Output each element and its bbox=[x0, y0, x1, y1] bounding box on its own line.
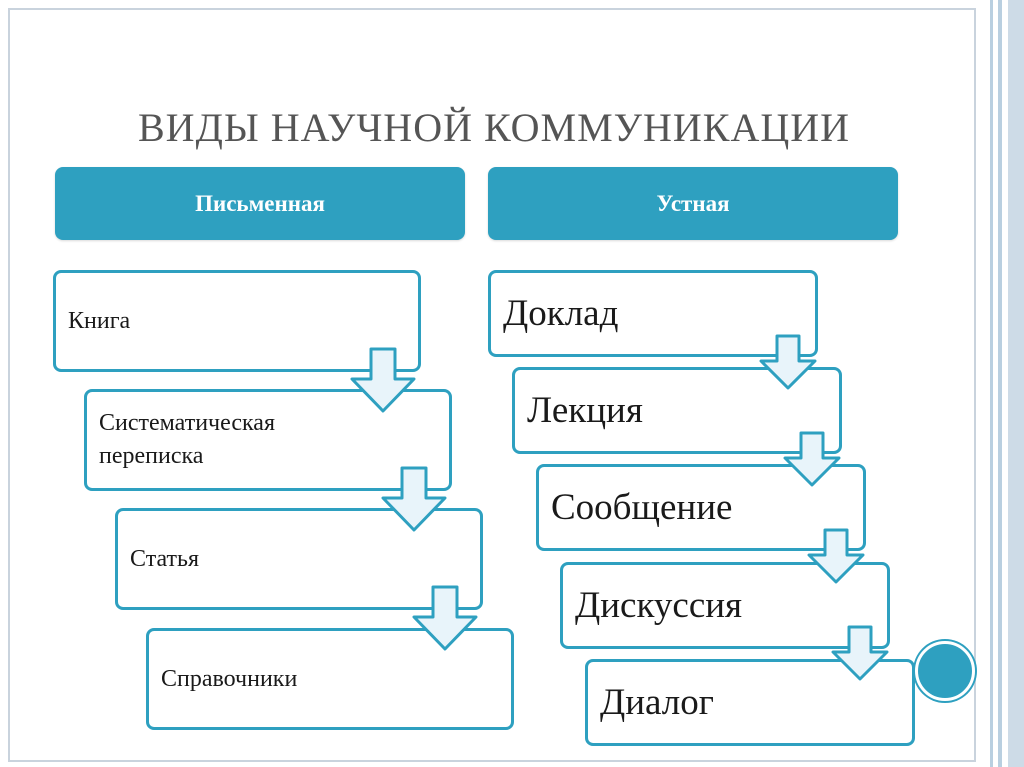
down-arrow-icon bbox=[381, 466, 447, 532]
decorative-stripes bbox=[984, 0, 1024, 767]
down-arrow-icon bbox=[783, 431, 841, 487]
down-arrow-icon bbox=[831, 625, 889, 681]
oral-item-label: Диалог bbox=[600, 682, 714, 723]
oral-item-report: Доклад bbox=[488, 270, 818, 357]
written-item-label: Систематическая переписка bbox=[99, 410, 275, 469]
written-item-correspondence: Систематическая переписка bbox=[84, 389, 452, 491]
written-item-references: Справочники bbox=[146, 628, 514, 730]
header-oral: Устная bbox=[488, 167, 898, 240]
oral-item-label: Доклад bbox=[503, 293, 619, 334]
down-arrow-icon bbox=[350, 347, 416, 413]
oral-item-label: Сообщение bbox=[551, 487, 733, 528]
slide-frame bbox=[8, 8, 976, 762]
oral-item-label: Дискуссия bbox=[575, 585, 743, 626]
written-item-label: Справочники bbox=[161, 665, 298, 692]
written-item-book: Книга bbox=[53, 270, 421, 372]
written-item-label: Книга bbox=[68, 307, 131, 334]
oral-item-label: Лекция bbox=[527, 390, 643, 431]
down-arrow-icon bbox=[759, 334, 817, 390]
down-arrow-icon bbox=[412, 585, 478, 651]
circle-dot-icon bbox=[915, 641, 975, 701]
header-written: Письменная bbox=[55, 167, 465, 240]
written-item-label: Статья bbox=[130, 545, 199, 572]
slide-title: ВИДЫ НАУЧНОЙ КОММУНИКАЦИИ bbox=[138, 105, 850, 150]
written-item-article: Статья bbox=[115, 508, 483, 610]
oral-item-discussion: Дискуссия bbox=[560, 562, 890, 649]
down-arrow-icon bbox=[807, 528, 865, 584]
